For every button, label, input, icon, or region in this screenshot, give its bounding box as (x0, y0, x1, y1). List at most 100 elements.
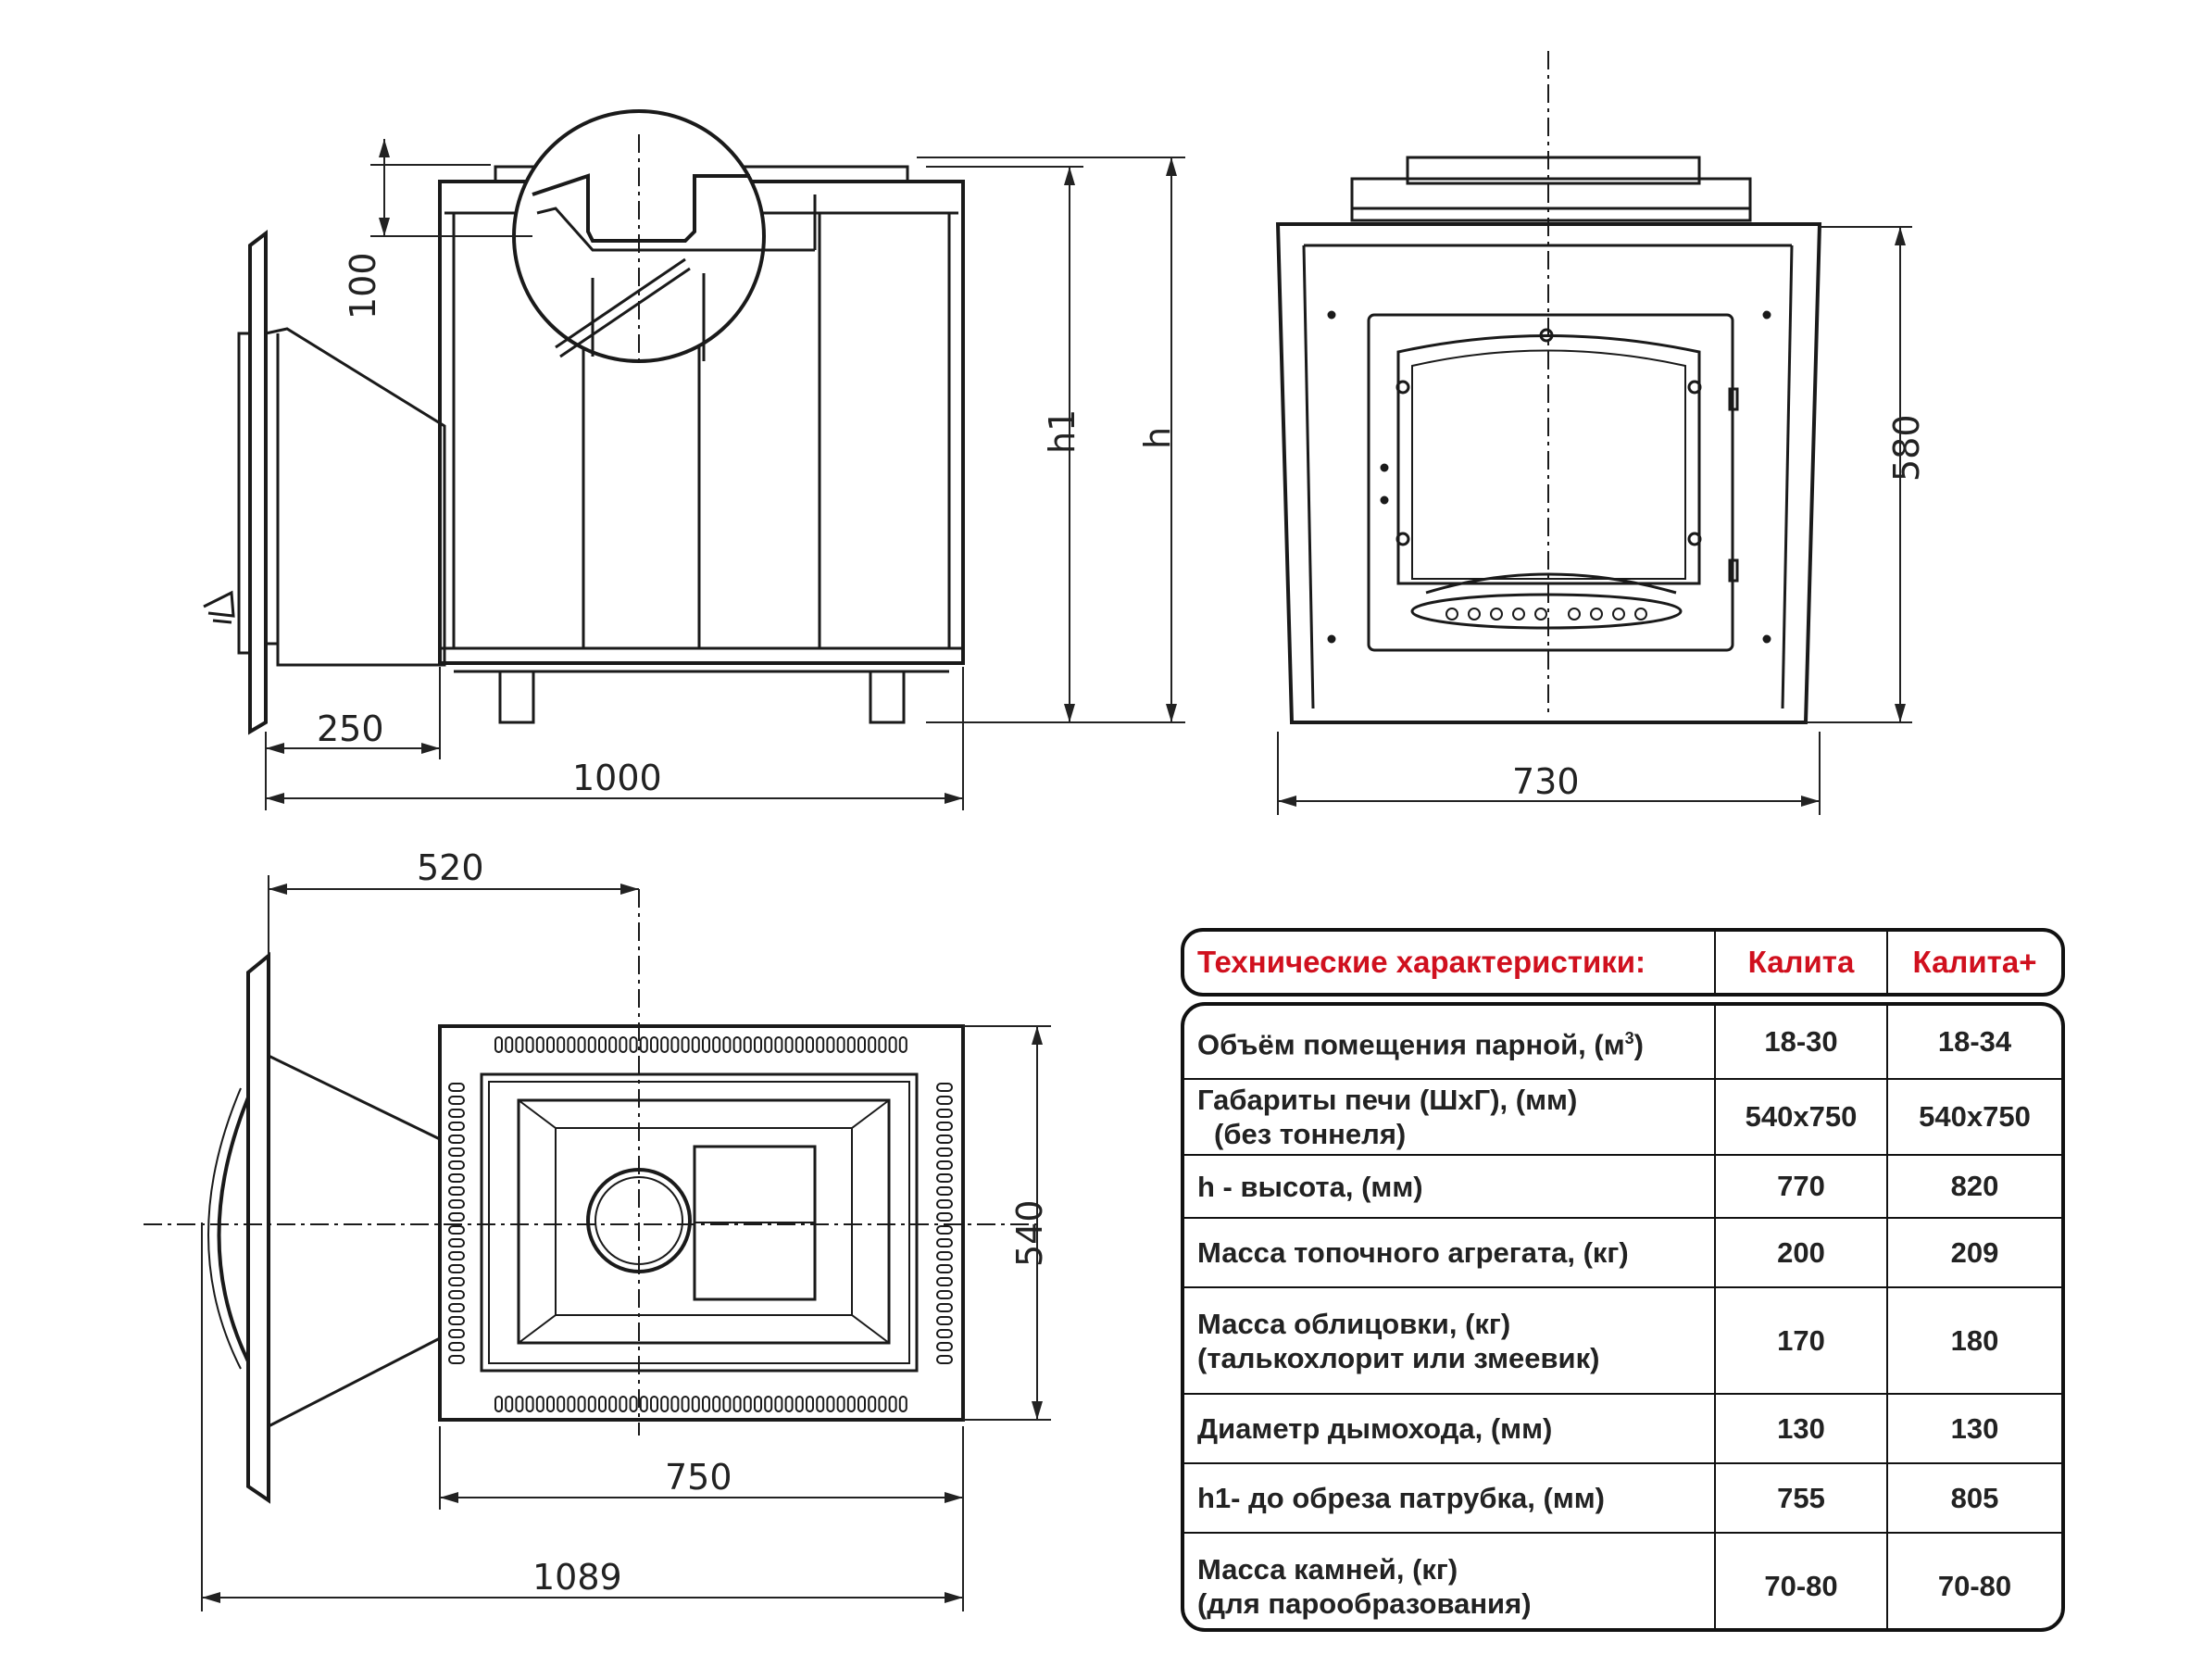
spec-row-value-kalita-plus: 805 (1886, 1464, 2061, 1532)
vent-slot (936, 1186, 953, 1196)
vent-slot (936, 1316, 953, 1325)
vent-slot (448, 1251, 465, 1260)
vent-slot (608, 1396, 618, 1412)
dim-250: 250 (317, 708, 384, 749)
vent-slot (670, 1036, 680, 1053)
vent-slot (691, 1036, 700, 1053)
vent-slot (577, 1396, 586, 1412)
vent-slot (784, 1396, 794, 1412)
vent-slot (567, 1036, 576, 1053)
vent-slot (936, 1160, 953, 1170)
vent-slot (774, 1396, 783, 1412)
vent-slot (557, 1396, 566, 1412)
vent-slot (712, 1396, 721, 1412)
spec-row-label: Масса облицовки, (кг)(талькохлорит или з… (1197, 1307, 1600, 1374)
vent-slot (639, 1396, 648, 1412)
spec-row-value-kalita-plus: 70-80 (1886, 1534, 2061, 1628)
side-door-hinge (237, 332, 252, 655)
dim-1000: 1000 (572, 758, 662, 798)
spec-table-body: Объём помещения парной, (м3) 18-30 18-34… (1181, 1002, 2065, 1632)
vent-slot (494, 1036, 503, 1053)
vent-slot (702, 1396, 710, 1412)
spec-row-label: h - высота, (мм) (1197, 1170, 1423, 1203)
vent-slot (936, 1264, 953, 1273)
spec-row-value-kalita: 130 (1714, 1395, 1886, 1462)
vent-slot (774, 1036, 783, 1053)
vent-slot (936, 1135, 953, 1144)
vent-slot (587, 1396, 596, 1412)
vent-slot (936, 1199, 953, 1209)
front-top-stones (1406, 156, 1701, 185)
dim-540: 540 (1009, 1199, 1050, 1267)
spec-row-label: Габариты печи (ШхГ), (мм)(без тоннеля) (1197, 1084, 1578, 1150)
spec-row: Масса камней, (кг)(для парообразования) … (1184, 1534, 2061, 1628)
spec-row-value-kalita: 755 (1714, 1464, 1886, 1532)
spec-row-value-kalita: 70-80 (1714, 1534, 1886, 1628)
side-foot-right (869, 670, 906, 724)
vent-slot (888, 1396, 897, 1412)
vent-slot (525, 1396, 534, 1412)
vent-slot (898, 1036, 907, 1053)
vent-slot (557, 1036, 566, 1053)
front-door-frame (1367, 313, 1734, 652)
spec-row: h1- до обреза патрубка, (мм) 755 805 (1184, 1464, 2061, 1534)
vent-slot (691, 1396, 700, 1412)
top-dimensions (201, 875, 1051, 1611)
side-front-plate (248, 229, 268, 735)
vent-slot (936, 1096, 953, 1105)
vent-slot (448, 1160, 465, 1170)
vent-slot (795, 1396, 804, 1412)
vent-slot (936, 1173, 953, 1183)
vent-slot (448, 1096, 465, 1105)
vent-slot (448, 1316, 465, 1325)
vent-slot (650, 1396, 658, 1412)
vent-slot (505, 1396, 514, 1412)
dim-h1: h1 (1042, 409, 1082, 454)
spec-row: Масса облицовки, (кг)(талькохлорит или з… (1184, 1288, 2061, 1395)
spec-header-col-kalita: Калита (1714, 932, 1886, 993)
vent-slot (629, 1036, 638, 1053)
vent-slot (936, 1238, 953, 1247)
vent-slot (546, 1036, 555, 1053)
vent-slot (448, 1355, 465, 1364)
vent-slot (608, 1036, 618, 1053)
spec-row-label: Масса топочного агрегата, (кг) (1197, 1236, 1629, 1269)
vent-slot (629, 1396, 638, 1412)
dim-730: 730 (1512, 761, 1580, 802)
top-vent-slots (448, 1036, 953, 1412)
vent-slot (448, 1290, 465, 1299)
top-front-plate (246, 951, 270, 1504)
spec-row: Габариты печи (ШхГ), (мм)(без тоннеля) 5… (1184, 1080, 2061, 1156)
vent-slot (806, 1036, 814, 1053)
spec-row-label: h1- до обреза патрубка, (мм) (1197, 1482, 1606, 1514)
vent-slot (784, 1036, 794, 1053)
spec-row: Диаметр дымохода, (мм) 130 130 (1184, 1395, 2061, 1464)
vent-slot (535, 1396, 544, 1412)
spec-row-label: Диаметр дымохода, (мм) (1197, 1412, 1553, 1445)
vent-slot (448, 1122, 465, 1131)
vent-slot (846, 1396, 856, 1412)
vent-slot (732, 1396, 742, 1412)
vent-slot (764, 1396, 773, 1412)
side-base (438, 646, 965, 665)
vent-slot (936, 1329, 953, 1338)
vent-slot (448, 1147, 465, 1157)
vent-slot (702, 1036, 710, 1053)
vent-slot (660, 1396, 670, 1412)
vent-slot (868, 1036, 877, 1053)
vent-slot (448, 1225, 465, 1235)
spec-row-value-kalita-plus: 209 (1886, 1219, 2061, 1286)
vent-slot (816, 1036, 825, 1053)
top-view (144, 889, 1037, 1504)
vent-slot (732, 1036, 742, 1053)
vent-slot (936, 1251, 953, 1260)
vent-slot (494, 1396, 503, 1412)
vent-slot (598, 1036, 607, 1053)
vent-slot (448, 1238, 465, 1247)
spec-row-value-kalita-plus: 820 (1886, 1156, 2061, 1217)
vent-slot (936, 1342, 953, 1351)
vent-slot (936, 1277, 953, 1286)
vent-slot (764, 1036, 773, 1053)
vent-slot (743, 1396, 752, 1412)
